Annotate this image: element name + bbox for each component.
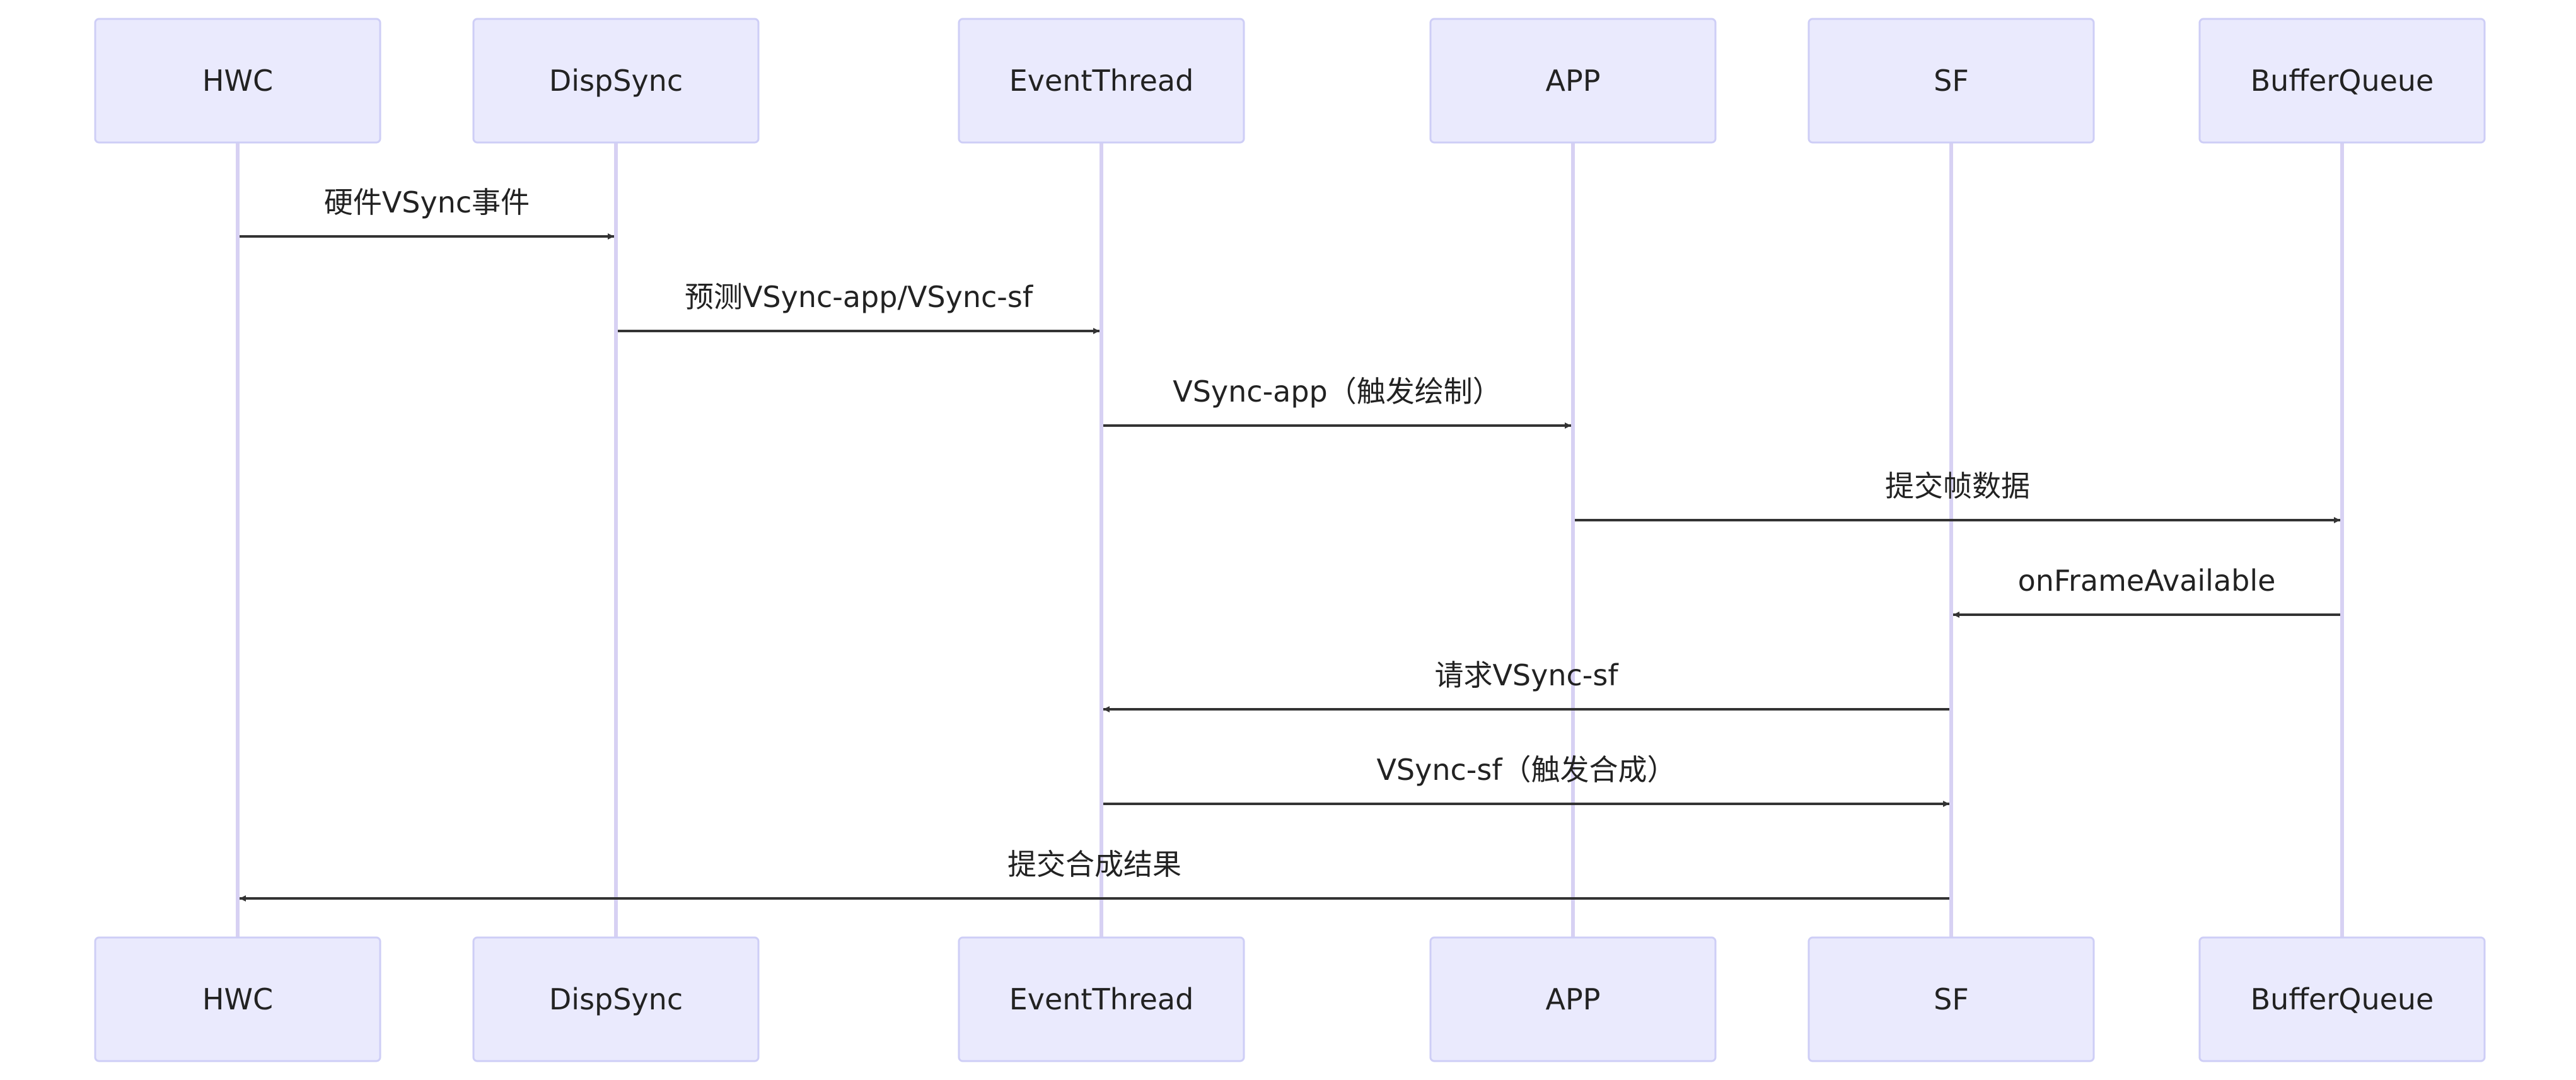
participant-bufferqueue-bottom: BufferQueue <box>2198 936 2486 1062</box>
message-6: 请求VSync-sf <box>1103 658 1949 712</box>
participant-label: DispSync <box>549 64 683 98</box>
message-3: VSync-app（触发绘制） <box>1103 375 1571 429</box>
participant-label: DispSync <box>549 982 683 1016</box>
participant-box <box>1429 18 1717 144</box>
message-4: 提交帧数据 <box>1575 469 2340 523</box>
participant-label: APP <box>1546 64 1601 98</box>
participant-box <box>1807 936 2095 1062</box>
participant-eventthread-top: EventThread <box>958 18 1245 144</box>
participant-box <box>94 18 381 144</box>
participant-box <box>958 936 1245 1062</box>
participant-label: SF <box>1934 982 1969 1016</box>
participant-box <box>472 936 760 1062</box>
participant-dispsync-bottom: DispSync <box>472 936 760 1062</box>
participant-hwc-bottom: HWC <box>94 936 381 1062</box>
message-2: 预测VSync-app/VSync-sf <box>618 280 1099 334</box>
participant-label: HWC <box>202 64 273 98</box>
participant-box <box>94 936 381 1062</box>
message-1: 硬件VSync事件 <box>240 185 614 240</box>
message-label: 提交帧数据 <box>1885 469 2030 503</box>
participant-box <box>1807 18 2095 144</box>
message-label: 硬件VSync事件 <box>324 185 530 219</box>
participant-bufferqueue-top: BufferQueue <box>2198 18 2486 144</box>
message-label: 请求VSync-sf <box>1434 658 1619 692</box>
message-label: 提交合成结果 <box>1007 847 1181 881</box>
participant-sf-top: SF <box>1807 18 2095 144</box>
participant-label: HWC <box>202 982 273 1016</box>
message-label: 预测VSync-app/VSync-sf <box>685 280 1034 314</box>
participant-dispsync-top: DispSync <box>472 18 760 144</box>
participant-eventthread-bottom: EventThread <box>958 936 1245 1062</box>
participant-hwc-top: HWC <box>94 18 381 144</box>
participant-label: APP <box>1546 982 1601 1016</box>
participant-label: EventThread <box>1009 64 1194 98</box>
participant-box <box>958 18 1245 144</box>
message-8: 提交合成结果 <box>240 847 1949 902</box>
participant-box <box>1429 936 1717 1062</box>
participant-box <box>2198 936 2486 1062</box>
participant-label: BufferQueue <box>2251 982 2434 1016</box>
participant-box <box>2198 18 2486 144</box>
message-label: VSync-app（触发绘制） <box>1173 375 1502 409</box>
participant-app-top: APP <box>1429 18 1717 144</box>
participant-sf-bottom: SF <box>1807 936 2095 1062</box>
participant-box <box>472 18 760 144</box>
participant-label: EventThread <box>1009 982 1194 1016</box>
message-7: VSync-sf（触发合成） <box>1103 753 1949 807</box>
message-label: onFrameAvailable <box>2018 564 2276 598</box>
participant-label: SF <box>1934 64 1969 98</box>
participant-label: BufferQueue <box>2251 64 2434 98</box>
participant-app-bottom: APP <box>1429 936 1717 1062</box>
message-5: onFrameAvailable <box>1953 564 2340 618</box>
message-label: VSync-sf（触发合成） <box>1376 753 1676 787</box>
